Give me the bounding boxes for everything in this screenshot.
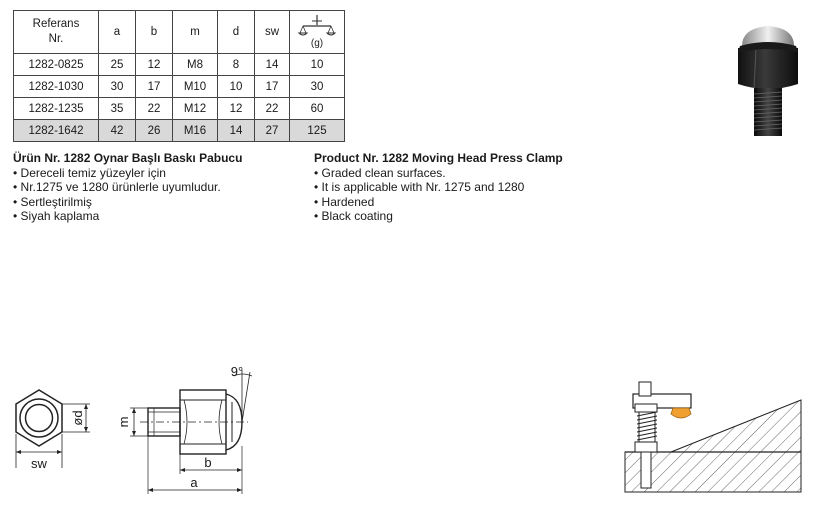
hex-top-view-drawing: ød sw bbox=[15, 389, 90, 471]
dimension-d-label: ød bbox=[70, 410, 85, 425]
description-tr-item: • Siyah kaplama bbox=[13, 209, 100, 223]
description-tr-title: Ürün Nr. 1282 Oynar Başlı Baskı Pabucu bbox=[13, 151, 243, 165]
cell-d: 12 bbox=[217, 97, 255, 120]
cell-d: 10 bbox=[217, 75, 255, 98]
header-ref-line1: Referans bbox=[32, 18, 80, 30]
cell-weight: 125 bbox=[289, 119, 345, 142]
header-sw: sw bbox=[254, 10, 290, 54]
description-en: Product Nr. 1282 Moving Head Press Clamp… bbox=[314, 151, 563, 224]
cell-d: 8 bbox=[217, 53, 255, 76]
cell-weight: 60 bbox=[289, 97, 345, 120]
description-en-item: • Black coating bbox=[314, 209, 393, 223]
table-row: 1282-1030 30 17 M10 10 17 30 bbox=[13, 75, 345, 98]
description-en-item: • Graded clean surfaces. bbox=[314, 165, 446, 180]
table-row: 1282-0825 25 12 M8 8 14 10 bbox=[13, 53, 345, 76]
angle-label: 9° bbox=[231, 364, 243, 379]
dimension-b-label: b bbox=[204, 455, 211, 470]
cell-a: 25 bbox=[98, 53, 136, 76]
cell-ref: 1282-1642 bbox=[13, 119, 99, 142]
table-row-highlighted: 1282-1642 42 26 M16 14 27 125 bbox=[13, 119, 345, 142]
cell-d: 14 bbox=[217, 119, 255, 142]
table-row: 1282-1235 35 22 M12 12 22 60 bbox=[13, 97, 345, 120]
description-tr-item: • Nr.1275 ve 1280 ürünlerle uyumludur. bbox=[13, 180, 221, 194]
description-tr: Ürün Nr. 1282 Oynar Başlı Baskı Pabucu •… bbox=[13, 151, 242, 224]
dimension-a-label: a bbox=[190, 475, 198, 490]
header-d: d bbox=[217, 10, 255, 54]
product-photo bbox=[738, 26, 798, 136]
cell-a: 35 bbox=[98, 97, 136, 120]
cell-m: M8 bbox=[172, 53, 218, 76]
cell-weight: 10 bbox=[289, 53, 345, 76]
description-en-item: • It is applicable with Nr. 1275 and 128… bbox=[314, 180, 525, 194]
cell-sw: 14 bbox=[254, 53, 290, 76]
dimension-m-label: m bbox=[116, 417, 131, 428]
cell-m: M16 bbox=[172, 119, 218, 142]
scale-icon: (g) bbox=[297, 14, 337, 49]
cell-ref: 1282-1030 bbox=[13, 75, 99, 98]
weight-unit-label: (g) bbox=[311, 38, 323, 49]
cell-b: 26 bbox=[135, 119, 173, 142]
description-tr-item: • Dereceli temiz yüzeyler için bbox=[13, 165, 166, 180]
description-tr-item: • Sertleştirilmiş bbox=[13, 194, 92, 209]
description-en-title: Product Nr. 1282 Moving Head Press Clamp bbox=[314, 151, 563, 165]
cell-weight: 30 bbox=[289, 75, 345, 98]
cell-b: 22 bbox=[135, 97, 173, 120]
clamp-tip-highlight bbox=[670, 407, 692, 419]
cell-b: 17 bbox=[135, 75, 173, 98]
cell-ref: 1282-1235 bbox=[13, 97, 99, 120]
side-view-drawing: 9° m b a bbox=[116, 364, 253, 494]
description-en-item: • Hardened bbox=[314, 194, 375, 209]
cell-b: 12 bbox=[135, 53, 173, 76]
header-b: b bbox=[135, 10, 173, 54]
cell-a: 42 bbox=[98, 119, 136, 142]
cell-sw: 22 bbox=[254, 97, 290, 120]
header-a: a bbox=[98, 10, 136, 54]
cell-sw: 17 bbox=[254, 75, 290, 98]
header-m: m bbox=[172, 10, 218, 54]
cell-m: M12 bbox=[172, 97, 218, 120]
cell-a: 30 bbox=[98, 75, 136, 98]
dimension-sw-label: sw bbox=[31, 456, 48, 471]
cell-ref: 1282-0825 bbox=[13, 53, 99, 76]
header-ref-line2: Nr. bbox=[48, 33, 64, 45]
header-weight: (g) bbox=[289, 10, 345, 54]
cell-m: M10 bbox=[172, 75, 218, 98]
cell-sw: 27 bbox=[254, 119, 290, 142]
application-drawing bbox=[624, 381, 802, 493]
table-body: 1282-0825 25 12 M8 8 14 10 1282-1030 30 … bbox=[13, 53, 345, 142]
